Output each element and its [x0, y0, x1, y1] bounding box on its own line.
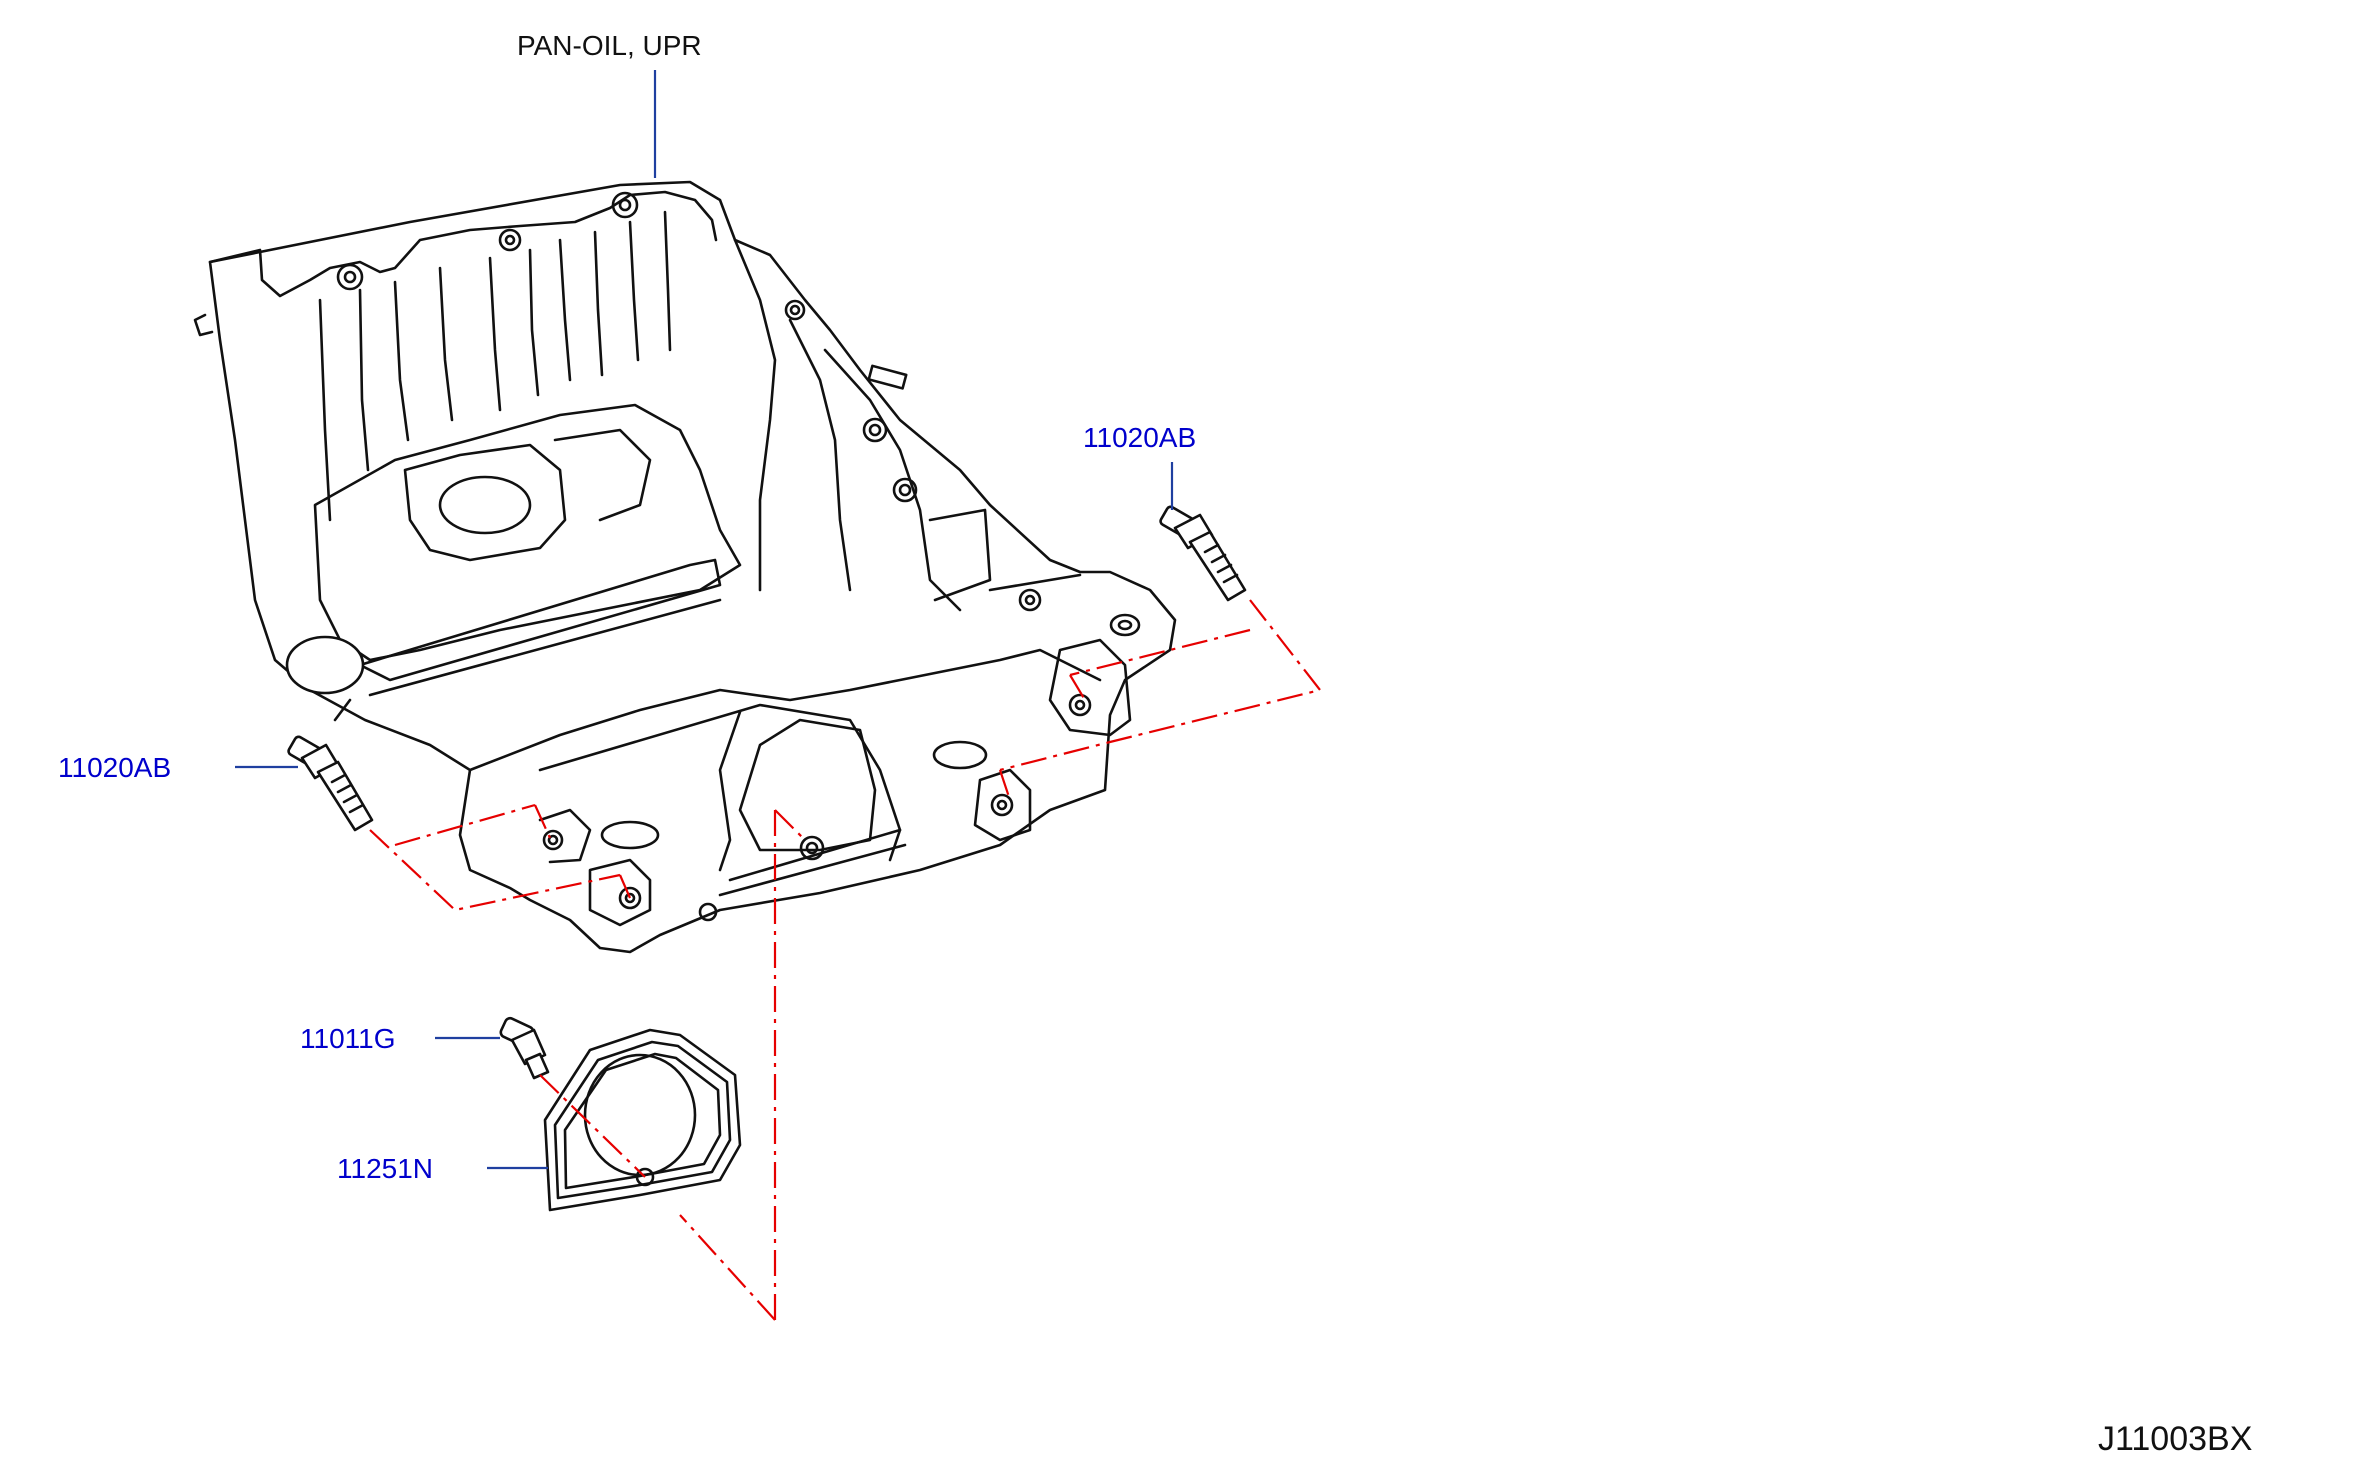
label-part-11020ab-right[interactable]: 11020AB — [1083, 422, 1196, 453]
label-pan-oil-upr: PAN-OIL, UPR — [517, 30, 702, 61]
gasket-11251n[interactable] — [543, 1028, 742, 1212]
bolt-11020ab-right[interactable] — [1159, 505, 1247, 602]
label-part-11251n[interactable]: 11251N — [337, 1153, 433, 1184]
leader-lines — [235, 70, 1174, 1170]
diagram-reference-code: J11003BX — [2098, 1420, 2252, 1458]
oil-pan-upper[interactable] — [193, 180, 1177, 954]
label-part-11020ab-left[interactable]: 11020AB — [58, 752, 171, 783]
bolt-11020ab-left[interactable] — [287, 735, 374, 832]
alignment-lines — [369, 599, 1322, 1321]
label-part-11011g[interactable]: 11011G — [300, 1023, 395, 1054]
bolt-11011g[interactable] — [499, 1016, 550, 1080]
